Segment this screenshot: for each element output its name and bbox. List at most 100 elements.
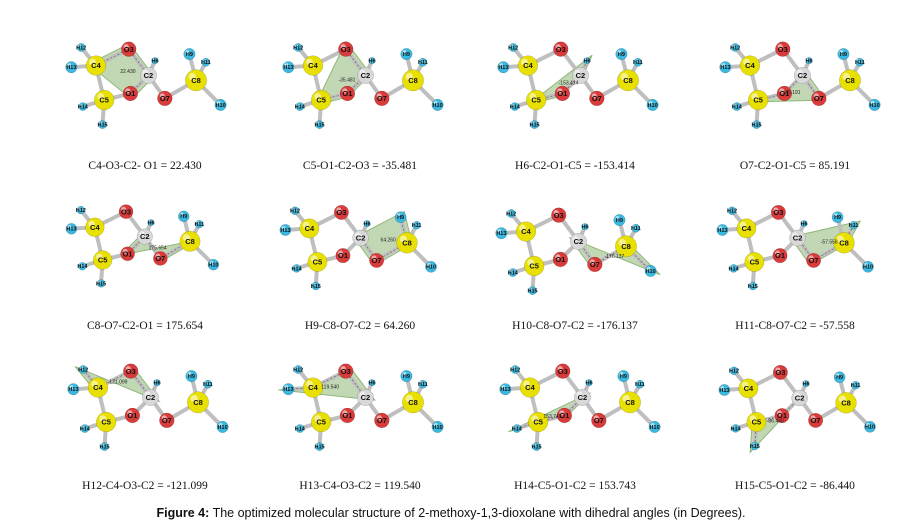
atom-label: H12 — [293, 45, 303, 51]
atom-highlight — [632, 225, 636, 229]
atom-highlight — [618, 238, 626, 247]
dihedral-angle-value: -176.137 — [605, 254, 625, 260]
atom-h10: H10 — [646, 98, 659, 111]
atom-h12: H12 — [76, 205, 86, 215]
atom-label: H15 — [314, 445, 324, 451]
atom-h12: H12 — [508, 43, 518, 52]
atom-o7: O7 — [157, 90, 173, 106]
atom-h12: H12 — [78, 365, 88, 374]
atom-highlight — [519, 224, 526, 232]
atom-o3: O3 — [123, 363, 139, 379]
atom-o1: O1 — [339, 85, 356, 102]
atom-highlight — [67, 63, 72, 68]
atom-label: C8 — [623, 76, 633, 85]
atom-highlight — [79, 263, 83, 267]
atom-highlight — [747, 255, 755, 262]
atom-highlight — [555, 43, 561, 50]
atom-label: O1 — [123, 249, 133, 258]
atom-label: C2 — [793, 234, 803, 243]
atom-h12: H12 — [293, 365, 303, 374]
atom-highlight — [794, 392, 800, 398]
atom-o3: O3 — [772, 364, 788, 380]
atom-highlight — [376, 93, 382, 99]
atom-highlight — [584, 58, 587, 61]
atom-highlight — [739, 221, 747, 229]
atom-highlight — [81, 425, 85, 429]
panel-caption: H14-C5-O1-C2 = 153.743 — [514, 480, 636, 492]
atom-h15: H15 — [748, 281, 758, 291]
atom-highlight — [402, 50, 407, 55]
atom-highlight — [91, 380, 98, 388]
atom-label: O1 — [559, 411, 569, 420]
atom-label: H9 — [836, 375, 843, 381]
atom-highlight — [371, 255, 377, 261]
atom-c2: C2 — [356, 66, 374, 84]
atom-h9: H9 — [837, 48, 850, 61]
atom-h12: H12 — [510, 365, 520, 374]
atom-highlight — [511, 103, 515, 107]
atom-highlight — [399, 235, 407, 243]
atom-label: O7 — [814, 94, 824, 103]
atom-label: O7 — [372, 256, 382, 265]
atom-highlight — [555, 254, 561, 260]
atom-h9: H9 — [617, 370, 630, 383]
atom-label: C5 — [316, 96, 326, 105]
atom-highlight — [835, 373, 840, 378]
atom-highlight — [185, 50, 190, 55]
atom-highlight — [619, 372, 624, 377]
atom-label: H11 — [194, 222, 204, 228]
atom-label: H10 — [648, 103, 658, 109]
atom-label: H12 — [293, 367, 303, 373]
atom-highlight — [808, 255, 814, 261]
atom-label: H9 — [618, 52, 625, 58]
atom-label: H12 — [508, 45, 518, 51]
atom-h15: H15 — [527, 286, 538, 295]
atom-highlight — [96, 253, 103, 260]
atom-highlight — [121, 206, 127, 212]
dihedral-guide — [797, 225, 854, 261]
dihedral-angle-value: 64.260 — [381, 238, 397, 244]
atom-o1: O1 — [339, 407, 356, 424]
atom-label: H10 — [433, 103, 443, 109]
atom-highlight — [79, 103, 83, 107]
atom-label: H12 — [729, 369, 739, 375]
atom-o3: O3 — [338, 41, 354, 57]
atom-c5: C5 — [307, 252, 328, 272]
atom-label: C5 — [753, 96, 763, 105]
atom-highlight — [741, 381, 749, 389]
atom-c4: C4 — [736, 218, 757, 239]
atom-highlight — [369, 58, 372, 61]
atom-h11: H11 — [418, 379, 428, 389]
atom-highlight — [204, 381, 208, 385]
atom-highlight — [729, 208, 732, 211]
atom-label: O7 — [160, 94, 170, 103]
atom-highlight — [731, 368, 734, 371]
atom-highlight — [615, 216, 620, 221]
atom-label: O3 — [341, 367, 351, 376]
atom-highlight — [508, 210, 512, 214]
atom-label: H9 — [397, 215, 404, 221]
atom-label: H9 — [834, 215, 841, 221]
atom-c2: C2 — [352, 229, 369, 247]
atom-highlight — [340, 43, 346, 50]
atom-c5: C5 — [528, 411, 549, 433]
atom-label: O7 — [590, 260, 600, 269]
atom-label: H6 — [802, 382, 809, 388]
atom-label: C2 — [576, 71, 586, 80]
atom-o7: O7 — [811, 90, 827, 106]
atom-o7: O7 — [153, 251, 168, 266]
atom-h6: H6 — [805, 57, 813, 65]
atom-highlight — [721, 63, 726, 68]
atom-highlight — [634, 59, 638, 63]
atom-highlight — [188, 72, 196, 81]
atom-highlight — [589, 259, 595, 265]
atom-highlight — [529, 93, 537, 100]
dihedral-angle-value: -86.440 — [767, 418, 784, 424]
atom-label: H14 — [295, 104, 306, 110]
atom-highlight — [732, 425, 736, 429]
